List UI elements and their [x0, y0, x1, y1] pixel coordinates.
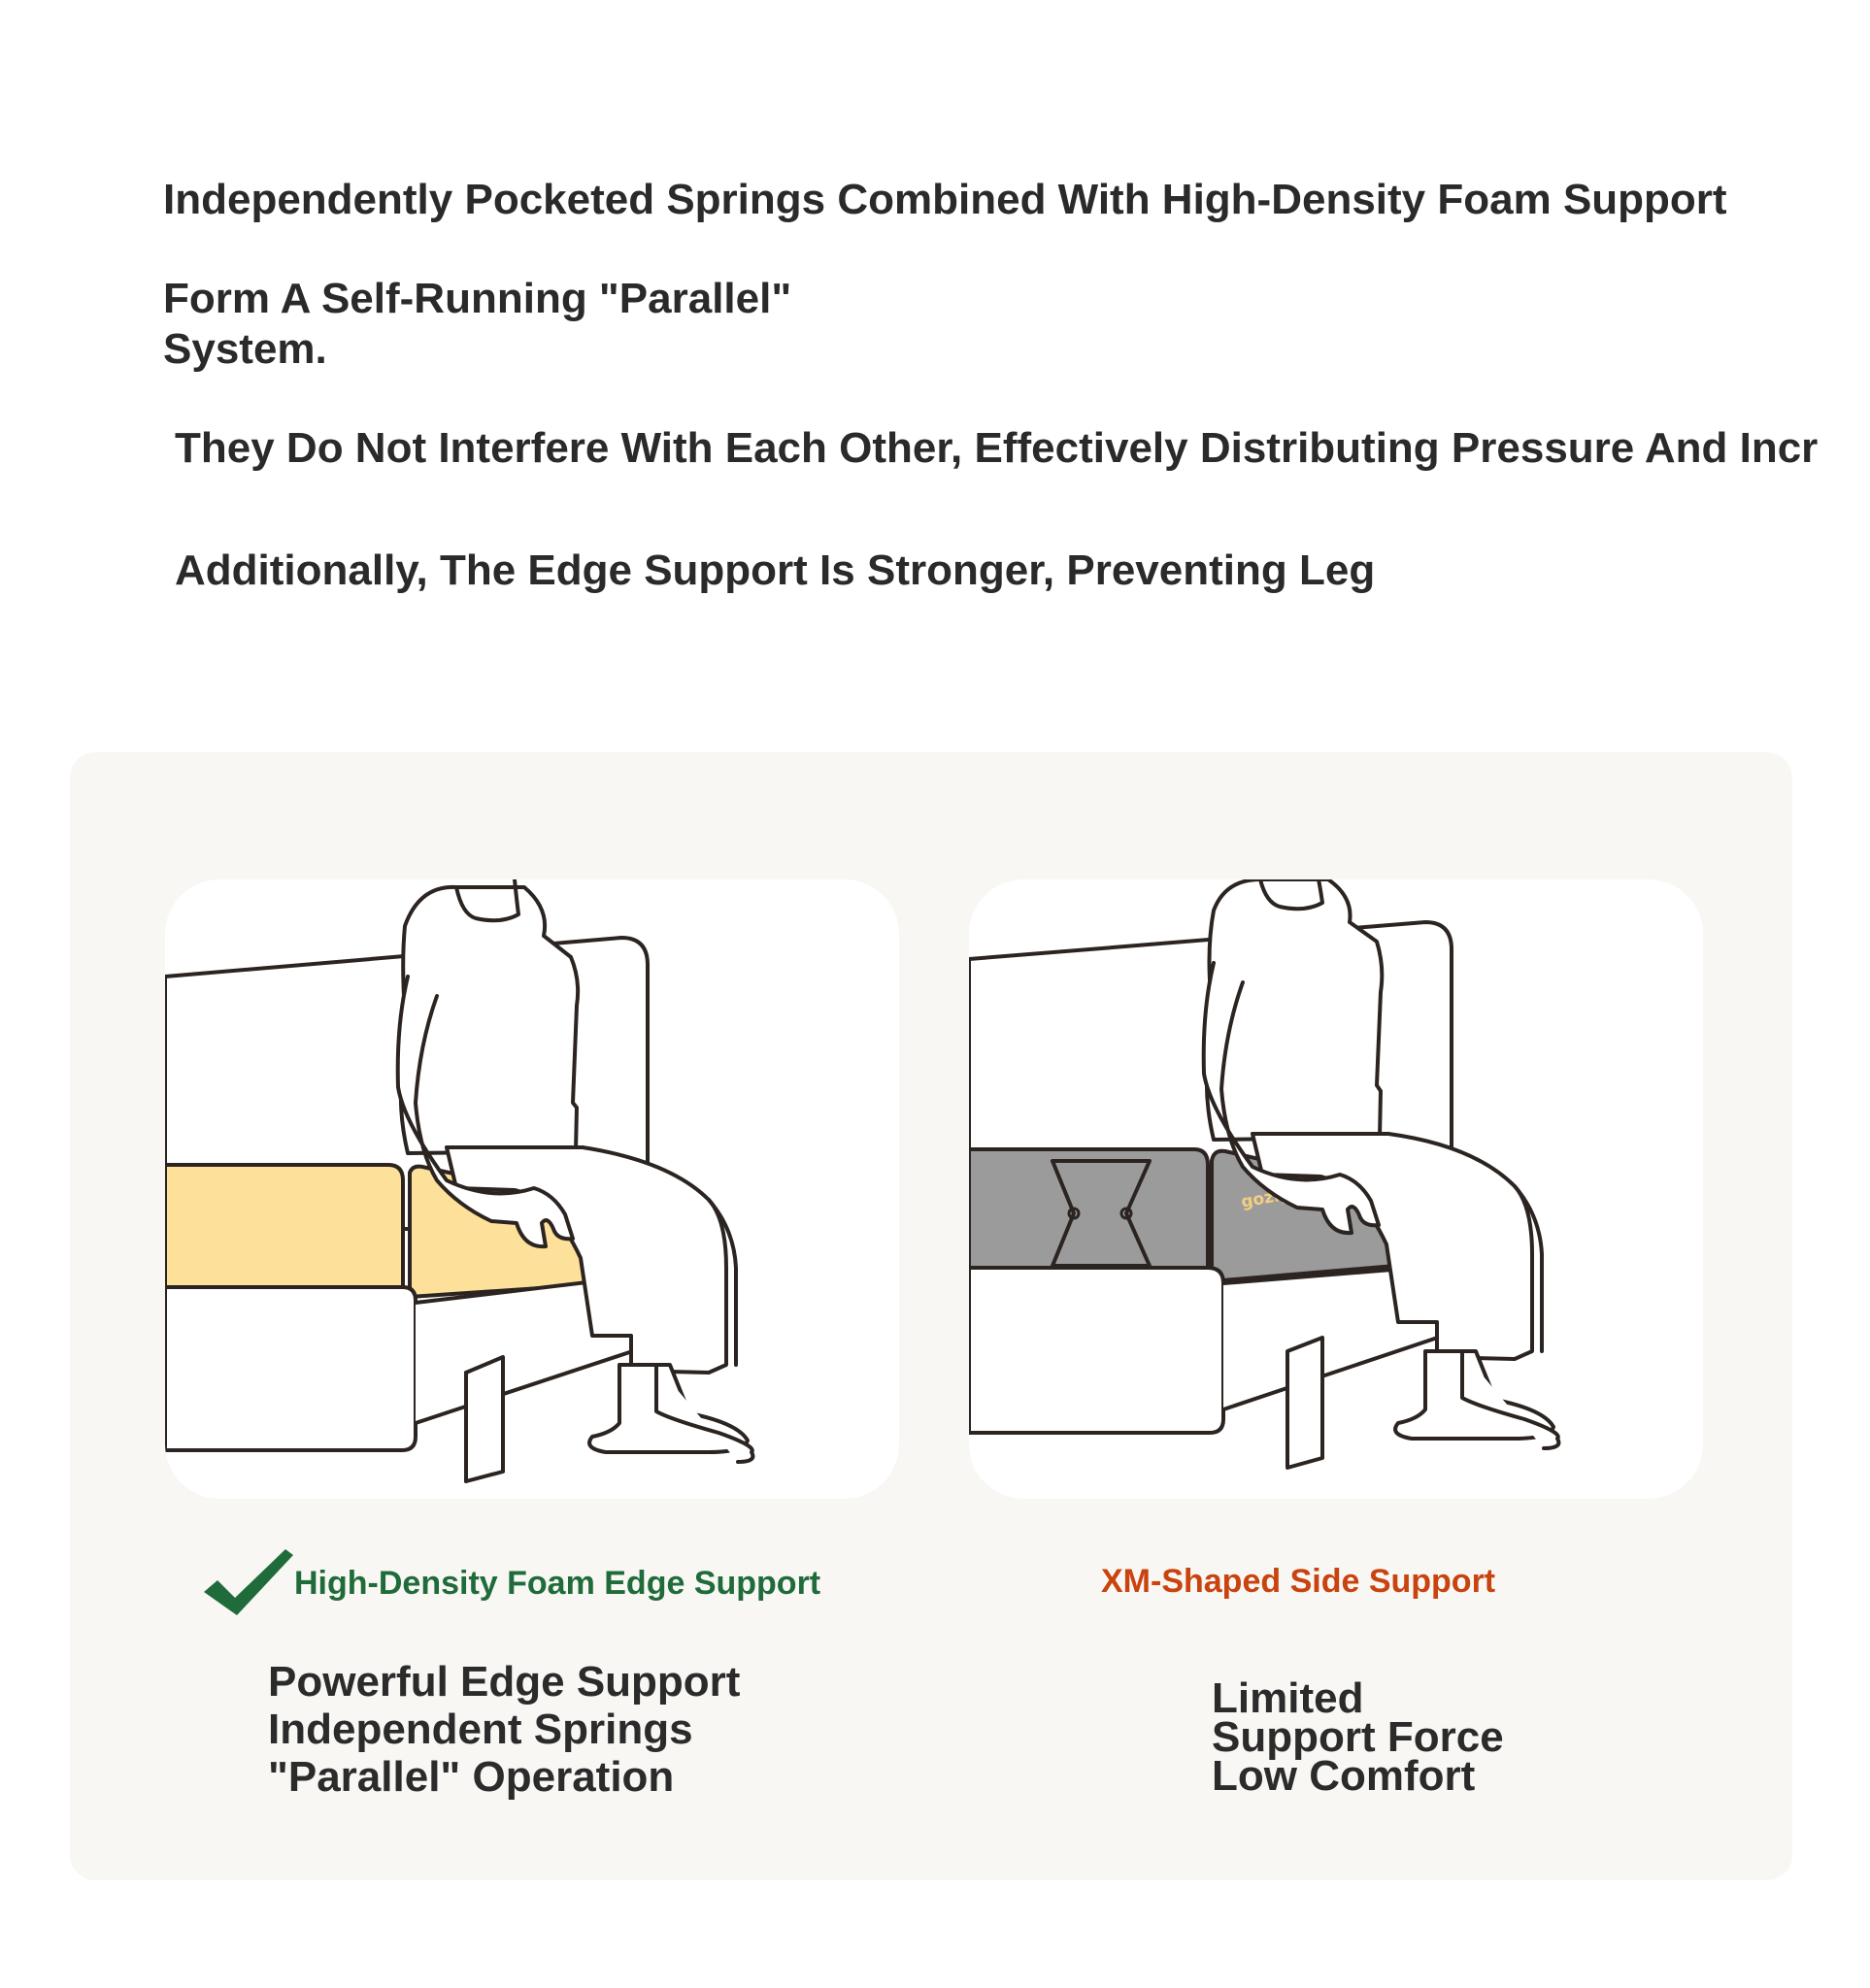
check-icon — [202, 1549, 295, 1617]
intro-line-4: Additionally, The Edge Support Is Strong… — [175, 547, 1376, 594]
foam-edge-benefits: Powerful Edge Support Independent Spring… — [268, 1658, 740, 1801]
drawback-item: Support Force — [1212, 1713, 1504, 1761]
xm-side-illustration-card: gozigozi — [969, 879, 1703, 1499]
foam-edge-illustration — [165, 879, 755, 1483]
benefit-item: "Parallel" Operation — [268, 1753, 675, 1801]
foam-edge-support-tag: High-Density Foam Edge Support — [294, 1565, 821, 1602]
benefit-item: Powerful Edge Support — [268, 1658, 741, 1706]
intro-line-3: They Do Not Interfere With Each Other, E… — [175, 424, 1819, 472]
drawback-item: Limited — [1212, 1674, 1364, 1722]
xm-side-support-tag: XM-Shaped Side Support — [1101, 1563, 1496, 1600]
intro-line-2b: System. — [163, 325, 327, 373]
drawback-item: Low Comfort — [1212, 1752, 1476, 1800]
foam-edge-illustration-card — [165, 879, 899, 1499]
intro-line-2a: Form A Self-Running "Parallel" — [163, 275, 792, 322]
xm-side-illustration: gozigozi — [969, 879, 1561, 1470]
benefit-item: Independent Springs — [268, 1706, 693, 1753]
intro-line-1: Independently Pocketed Springs Combined … — [163, 176, 1727, 223]
xm-side-drawbacks: Limited Support Force Low Comfort — [1212, 1674, 1504, 1800]
